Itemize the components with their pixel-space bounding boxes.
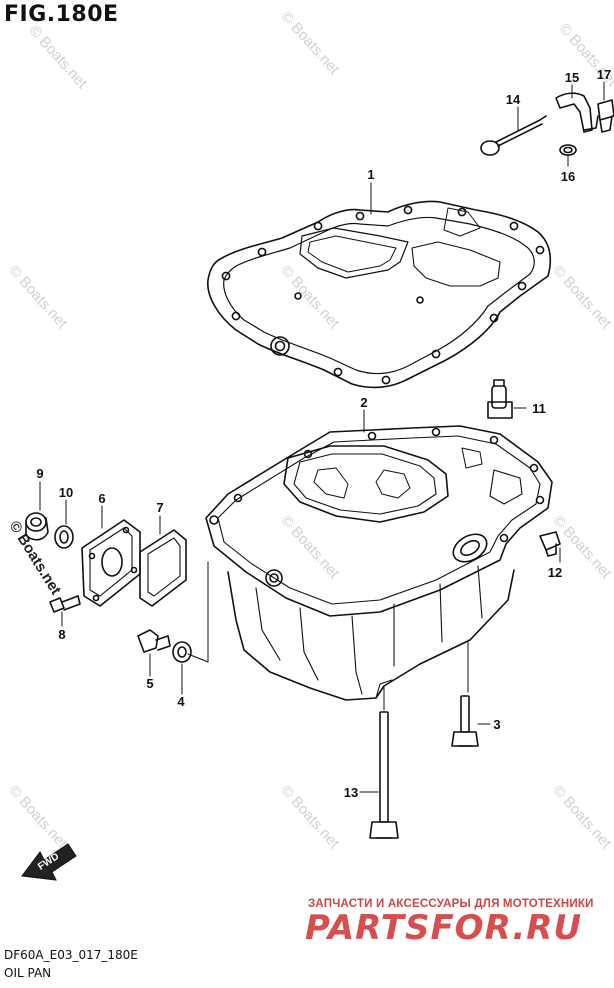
part-16-washer <box>559 144 577 156</box>
callout-4: 4 <box>177 694 185 709</box>
callout-8: 8 <box>58 627 65 642</box>
part-3-bolt <box>451 695 479 747</box>
callout-11: 11 <box>532 401 546 416</box>
leader-lines <box>39 81 605 793</box>
callout-13: 13 <box>344 785 358 800</box>
callout-10: 10 <box>59 485 73 500</box>
part-17-bolt <box>597 99 614 133</box>
callout-3: 3 <box>493 717 500 732</box>
callout-7: 7 <box>156 500 163 515</box>
figure-title: FIG.180E <box>4 2 119 27</box>
part-12-plug <box>539 531 561 557</box>
brand-tagline: ЗАПЧАСТИ И АКСЕССУАРЫ ДЛЯ МОТОТЕХНИКИ <box>308 898 594 910</box>
part-4-washer <box>172 641 192 663</box>
callout-12: 12 <box>548 565 562 580</box>
callout-15: 15 <box>565 70 579 85</box>
part-5-plug <box>137 629 171 653</box>
part-13-bolt <box>369 711 399 839</box>
callout-1: 1 <box>367 167 374 182</box>
part-6-cover <box>81 519 141 607</box>
part-10-seal <box>54 525 74 549</box>
callout-5: 5 <box>146 676 153 691</box>
callout-14: 14 <box>506 92 521 107</box>
oil-pan <box>205 425 553 701</box>
oil-pan-gasket <box>207 200 552 389</box>
callout-6: 6 <box>98 491 105 506</box>
part-14-dipstick <box>480 115 547 156</box>
callout-2: 2 <box>360 395 367 410</box>
part-15-guide <box>555 92 599 133</box>
callout-16: 16 <box>561 169 575 184</box>
figure-caption: OIL PAN <box>4 966 52 980</box>
figure-code: DF60A_E03_017_180E <box>4 948 138 962</box>
part-9-plug <box>25 512 49 541</box>
callout-9: 9 <box>36 466 43 481</box>
fwd-direction-marker: FWD <box>21 843 77 881</box>
part-8-bolt <box>49 595 81 613</box>
brand-site-logo: PARTSFOR.RU <box>305 908 583 948</box>
callout-17: 17 <box>597 67 611 82</box>
part-11-fitting <box>487 379 513 419</box>
part-7-gasket <box>139 529 187 607</box>
